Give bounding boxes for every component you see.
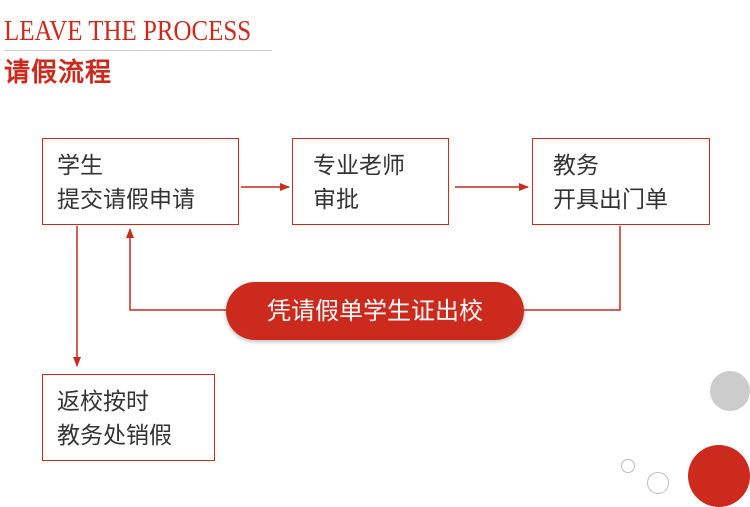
decor-ring-small <box>621 459 635 473</box>
step-teacher-approve-line1: 专业老师 <box>313 153 405 179</box>
decor-circle-red <box>688 445 750 507</box>
step-office-issue: 教务 开具出门单 <box>532 138 710 225</box>
step-return-cancel-line1: 返校按时 <box>57 389 149 415</box>
title-english: LEAVE THE PROCESS <box>4 15 252 47</box>
step-office-issue-line2: 开具出门单 <box>553 187 668 213</box>
decor-ring-medium <box>647 472 669 494</box>
connector-office-to-pill <box>524 226 621 311</box>
decor-circle-gray <box>710 371 750 411</box>
exit-pill: 凭请假单学生证出校 <box>226 282 524 340</box>
step-student-submit: 学生 提交请假申请 <box>42 138 239 225</box>
step-student-submit-line1: 学生 <box>57 153 103 179</box>
step-office-issue-line1: 教务 <box>553 153 599 179</box>
title-divider <box>4 50 272 51</box>
step-student-submit-line2: 提交请假申请 <box>57 187 195 213</box>
step-teacher-approve-line2: 审批 <box>313 187 359 213</box>
step-return-cancel: 返校按时 教务处销假 <box>42 374 215 461</box>
step-return-cancel-line2: 教务处销假 <box>57 423 172 449</box>
title-chinese: 请假流程 <box>4 58 113 88</box>
step-teacher-approve: 专业老师 审批 <box>292 138 449 225</box>
arrow-pill-to-student <box>126 228 226 311</box>
